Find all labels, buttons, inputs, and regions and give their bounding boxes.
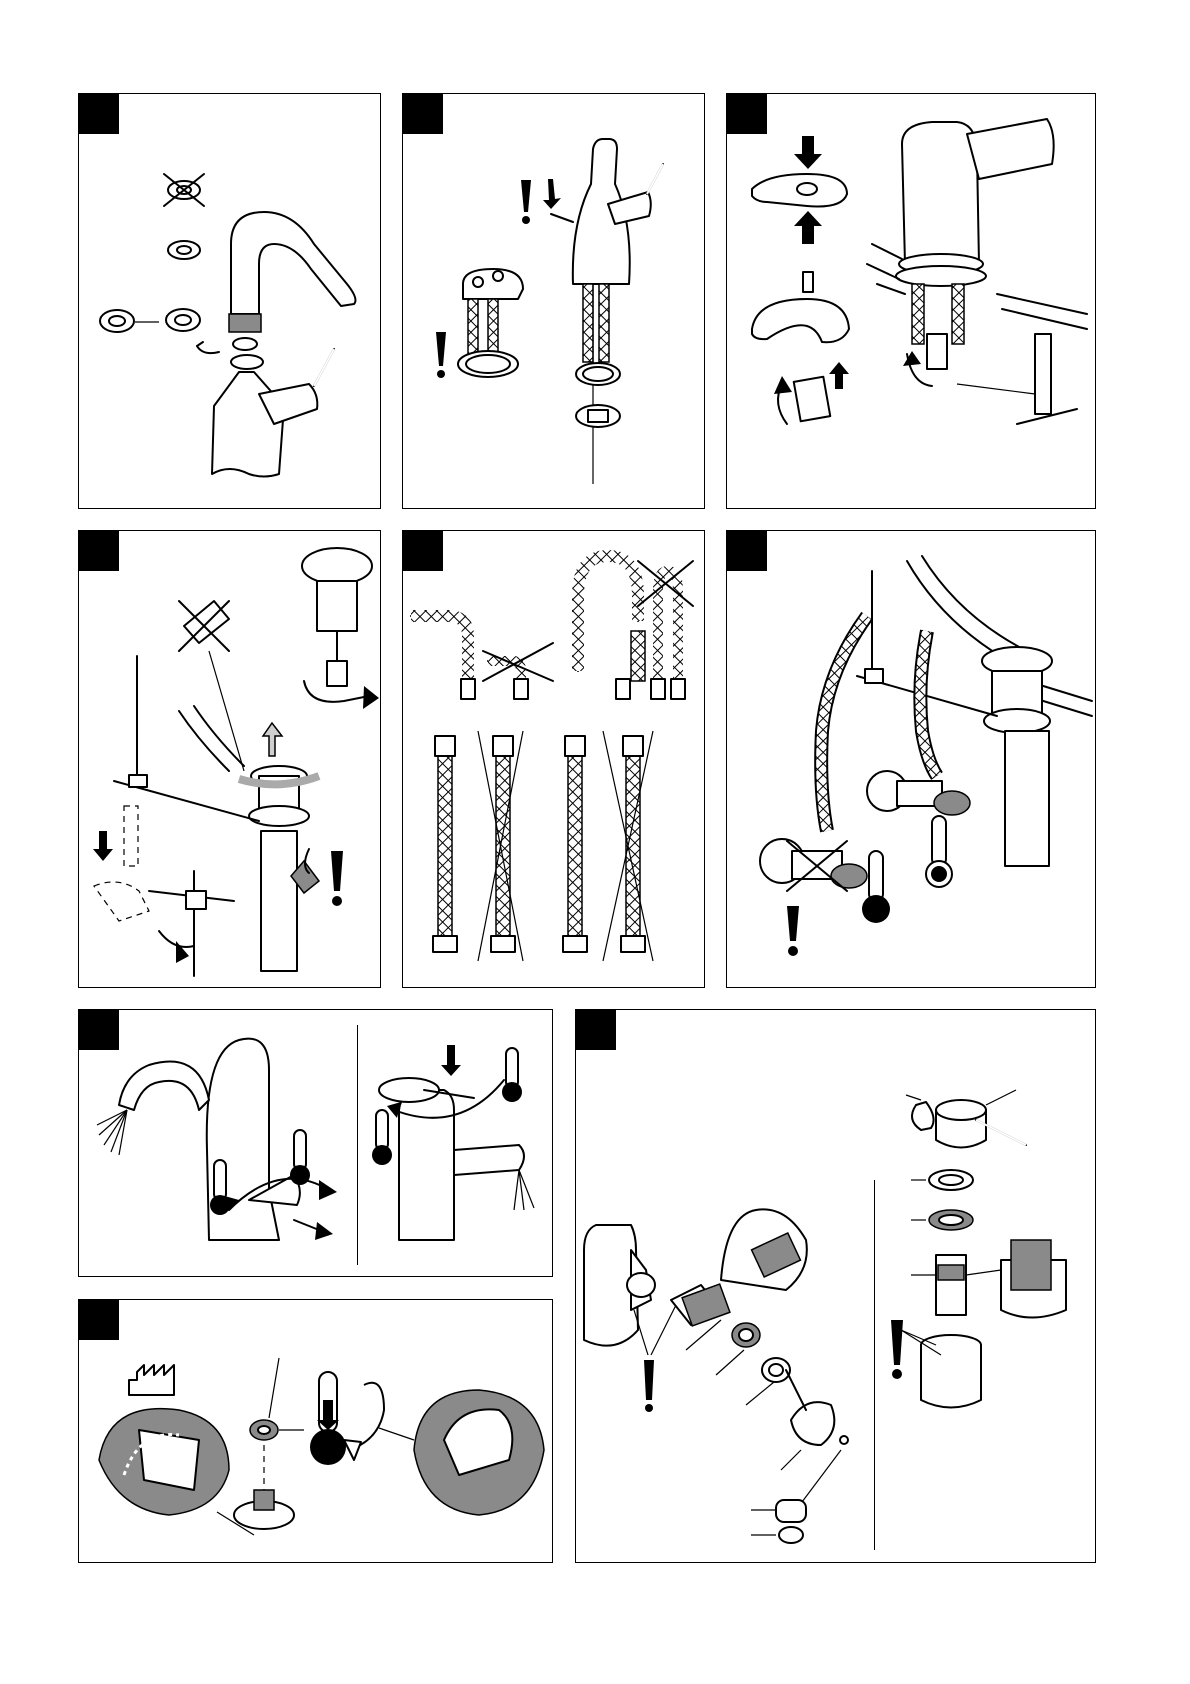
mounting-illustration [403,94,705,509]
exclamation-icon [436,332,446,378]
panel-7-operation [78,1009,553,1277]
crossed-out-icon [179,601,229,651]
panel-3-fixing [726,93,1096,509]
factory-icon [129,1365,174,1395]
thermometer-icon [862,851,890,923]
aerator-illustration [79,94,381,509]
thermometer-icon [372,1110,392,1165]
exclamation-icon [787,906,799,956]
thermometer-icon [926,816,952,887]
hose-illustration [403,531,705,988]
crossed-out-icon [164,174,204,206]
exclamation-icon [644,1360,654,1412]
thermometer-icon [502,1048,522,1102]
fixing-illustration [727,94,1096,509]
cartridge-illustration [576,1010,1096,1563]
exclamation-icon [891,1320,903,1379]
operation-illustration [79,1010,553,1277]
panel-9-cartridge-replacement [575,1009,1096,1563]
water-spray [514,1170,534,1210]
connection-illustration [727,531,1096,988]
waste-illustration [79,531,381,988]
water-spray [97,1110,127,1155]
panel-2-mounting [402,93,705,509]
panel-6-connection [726,530,1096,988]
thermometer-icon [310,1372,346,1465]
panel-1-aerator-install [78,93,381,509]
panel-4-waste-install [78,530,381,988]
exclamation-icon [521,180,531,224]
limiter-illustration [79,1300,553,1563]
thermometer-icon [290,1130,310,1185]
panel-8-temperature-limiter [78,1299,553,1563]
panel-5-hose-bending [402,530,705,988]
exclamation-icon [331,851,343,906]
thermometer-icon [210,1160,230,1215]
